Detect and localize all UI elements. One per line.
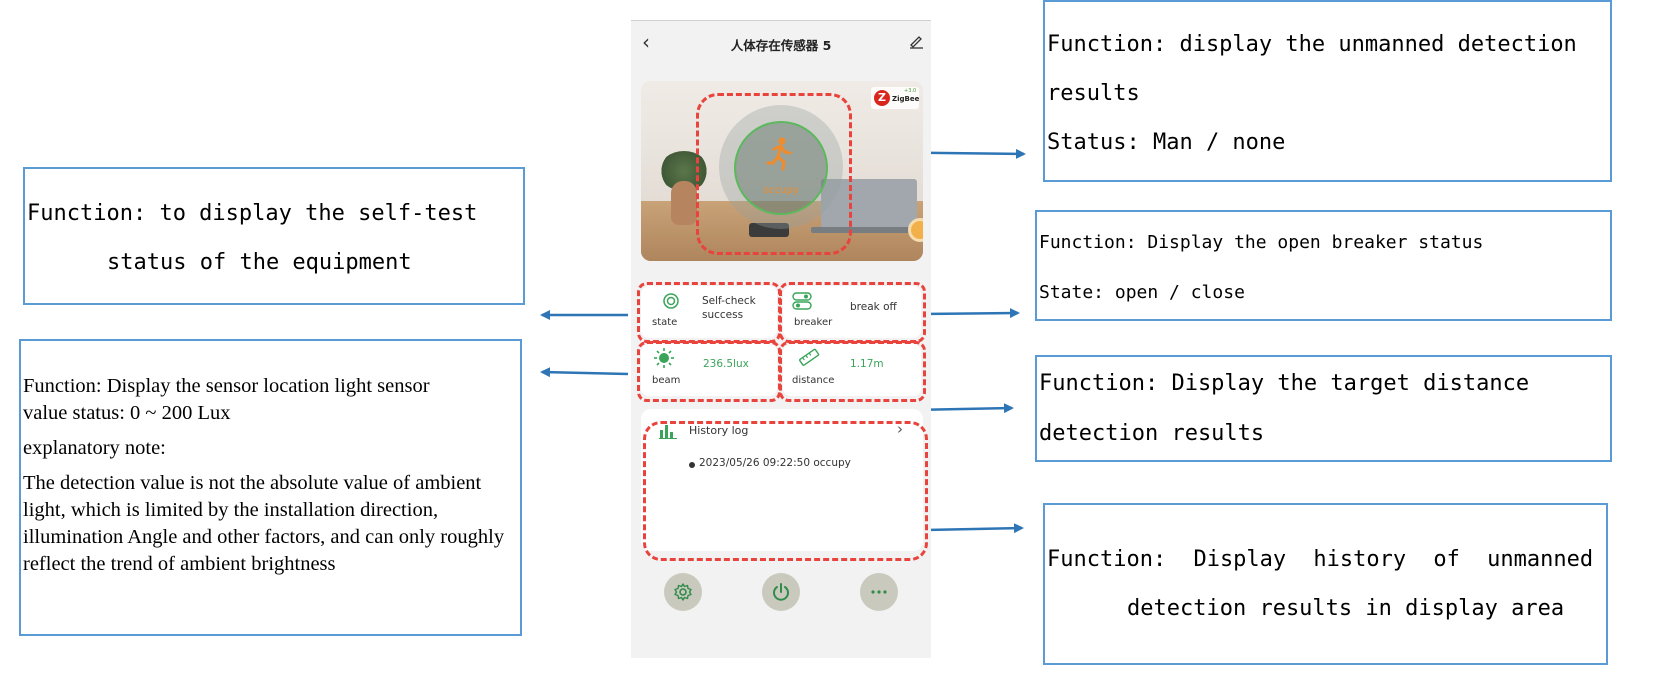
beam-label: beam [652, 375, 681, 386]
light-annotation-line: value status: 0 ~ 200 Lux [23, 402, 231, 424]
history-log-card[interactable]: History log › 2023/05/26 09:22:50 occupy [641, 409, 923, 551]
unmanned-annotation-line: Function: display the unmanned detection [1047, 32, 1577, 57]
beam-tile: beam 236.5lux [641, 344, 777, 396]
state-label: state [652, 317, 678, 328]
arrow-to-history [925, 523, 1024, 534]
presence-hero: occupy Z +3.0 ZigBee [641, 81, 923, 261]
distance-annotation: Function: Display the target distance de… [1035, 355, 1612, 462]
distance-annotation-line: Function: Display the target distance [1039, 371, 1530, 396]
target-icon [663, 293, 679, 309]
breaker-annotation-line: State: open / close [1039, 282, 1245, 303]
ruler-icon [799, 348, 820, 366]
beam-value: 236.5lux [703, 358, 749, 370]
history-annotation-line: detection results in display area [1127, 596, 1565, 621]
presence-inner-ring [734, 121, 828, 215]
pencil-icon[interactable] [908, 33, 924, 49]
laptop-image [821, 179, 917, 229]
distance-value: 1.17m [850, 358, 884, 370]
top-bar: ‹ 人体存在传感器 5 [631, 21, 931, 65]
distance-annotation-line: detection results [1039, 421, 1265, 446]
more-button[interactable] [860, 573, 898, 611]
breaker-value: break off [850, 301, 897, 313]
power-button[interactable] [762, 573, 800, 611]
light-annotation: Function: Display the sensor location li… [19, 339, 522, 636]
light-annotation-line: explanatory note: [23, 437, 166, 459]
self-test-annotation: Function: to display the self-test statu… [23, 167, 525, 305]
history-entry: 2023/05/26 09:22:50 occupy [699, 457, 851, 469]
sensor-device-image [749, 223, 789, 237]
page-title: 人体存在传感器 5 [730, 38, 832, 53]
breaker-annotation: Function: Display the open breaker statu… [1035, 210, 1612, 321]
arrow-to-light [540, 367, 629, 378]
light-annotation-line: The detection value is not the absolute … [23, 472, 505, 575]
laptop-base-image [811, 227, 923, 233]
power-icon [773, 583, 789, 601]
running-person-icon [766, 137, 792, 171]
toggle-icon [792, 292, 812, 310]
state-tile: state Self-check success [641, 286, 777, 338]
settings-button[interactable] [664, 573, 702, 611]
history-annotation-line: Function: Display history of unmanned [1047, 547, 1594, 572]
presence-status-text: occupy [763, 185, 799, 196]
unmanned-annotation-line: Status: Man / none [1047, 130, 1286, 155]
distance-tile: distance 1.17m [783, 344, 921, 396]
zigbee-logo: Z +3.0 ZigBee [871, 87, 919, 109]
bar-chart-icon [659, 425, 677, 439]
floating-handle[interactable] [908, 218, 923, 242]
history-log-title: History log [689, 424, 749, 437]
self-test-annotation-line: status of the equipment [107, 250, 412, 275]
self-test-annotation-line: Function: to display the self-test [27, 201, 478, 226]
bullet-icon [689, 462, 695, 468]
sun-icon [654, 348, 674, 368]
chevron-left-icon[interactable]: ‹ [642, 30, 650, 54]
distance-label: distance [792, 375, 835, 386]
settings-icon [674, 583, 692, 601]
arrow-to-breaker [921, 308, 1020, 319]
unmanned-annotation-line: results [1047, 81, 1140, 106]
unmanned-annotation: Function: display the unmanned detection… [1043, 0, 1612, 182]
more-icon [871, 590, 887, 594]
vase-image [671, 181, 697, 225]
light-annotation-line: Function: Display the sensor location li… [23, 375, 430, 397]
phone-screen: ‹ 人体存在传感器 5 occupy Z +3.0 ZigBee [631, 20, 931, 658]
state-value: Self-check success [702, 295, 756, 321]
history-annotation: Function: Display history of unmanned de… [1043, 503, 1608, 665]
chevron-right-icon[interactable]: › [897, 420, 903, 438]
breaker-annotation-line: Function: Display the open breaker statu… [1039, 232, 1484, 253]
breaker-label: breaker [794, 317, 833, 328]
breaker-tile: breaker break off [783, 286, 921, 338]
